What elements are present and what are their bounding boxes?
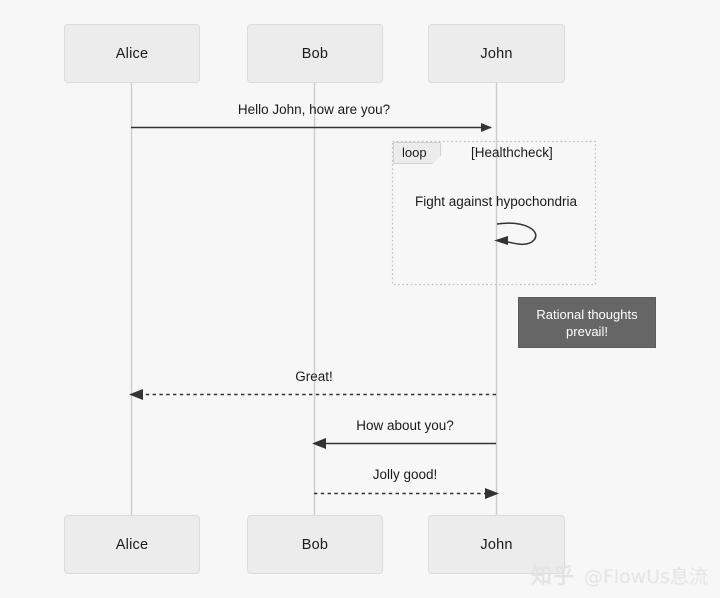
message-label-jolly-good: Jolly good!: [372, 467, 438, 482]
watermark-logo: 知乎: [530, 564, 575, 588]
actor-box-alice-bottom[interactable]: Alice: [64, 515, 200, 574]
actor-label-bob-bottom: Bob: [301, 536, 329, 553]
actor-box-john-top[interactable]: John: [428, 24, 565, 83]
note-text-line2: prevail!: [566, 323, 608, 339]
actor-label-alice-top: Alice: [115, 45, 149, 62]
actor-label-john-top: John: [480, 45, 513, 62]
note-text-line1: Rational thoughts: [536, 306, 638, 322]
message-arrow-great: [129, 389, 496, 400]
loop-condition-label: [Healthcheck]: [471, 145, 553, 160]
watermark: 知乎 @FlowUs息流: [531, 560, 708, 590]
message-arrow-how-about-you: [312, 438, 496, 449]
self-loop-arrow-john: [494, 222, 537, 246]
actor-label-bob-top: Bob: [301, 45, 329, 62]
loop-tag-label: loop: [393, 142, 441, 164]
actor-box-john-bottom[interactable]: John: [428, 515, 565, 574]
watermark-username: @FlowUs息流: [583, 565, 708, 588]
message-label-great: Great!: [295, 369, 333, 384]
message-label-hello-john: Hello John, how are you?: [237, 102, 391, 117]
message-arrow-jolly-good: [314, 488, 499, 499]
loop-fragment-frame: [391, 140, 597, 286]
actor-label-john-bottom: John: [480, 536, 513, 553]
actor-label-alice-bottom: Alice: [115, 536, 149, 553]
note-box-rational-thoughts: Rational thoughts prevail!: [518, 297, 656, 348]
loop-body-message-label: Fight against hypochondria: [414, 194, 578, 209]
message-label-how-about-you: How about you?: [356, 418, 454, 433]
note-text-content: Rational thoughts prevail!: [526, 306, 647, 340]
actor-box-alice-top[interactable]: Alice: [64, 24, 200, 83]
actor-box-bob-top[interactable]: Bob: [247, 24, 383, 83]
actor-box-bob-bottom[interactable]: Bob: [247, 515, 383, 574]
